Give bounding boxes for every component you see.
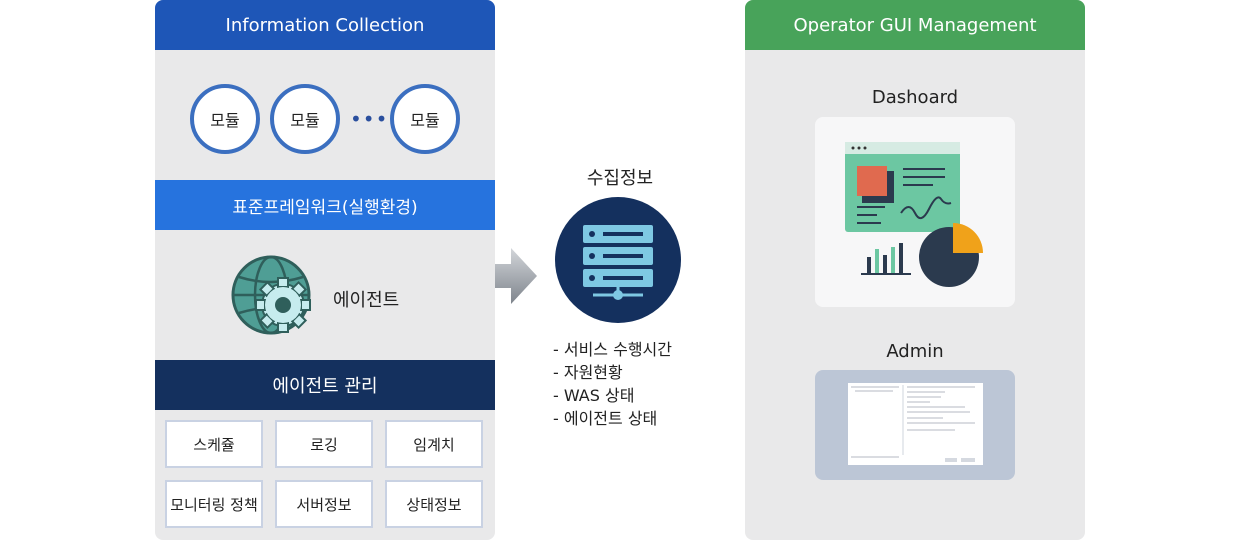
- module-circle: 모듈: [390, 84, 460, 154]
- server-info-box: 서버정보: [275, 480, 373, 528]
- dashboard-illustration-icon: [845, 142, 983, 287]
- dashboard-label: Dashoard: [871, 87, 959, 108]
- list-item: - 자원현황: [553, 363, 623, 382]
- framework-band: 표준프레임워크(실행환경): [155, 180, 495, 230]
- collected-info-title: 수집정보: [586, 168, 654, 189]
- information-collection-panel: Information Collection 모듈 모듈 ••• 모듈 표준프레…: [155, 0, 495, 540]
- module-circle: 모듈: [270, 84, 340, 154]
- logging-box: 로깅: [275, 420, 373, 468]
- globe-gear-icon: [231, 255, 311, 335]
- admin-label: Admin: [886, 341, 944, 362]
- status-info-box: 상태정보: [385, 480, 483, 528]
- list-item: - WAS 상태: [553, 386, 635, 405]
- dashboard-card: [815, 117, 1015, 307]
- collected-info-list: - 서비스 수행시간 - 자원현황 - WAS 상태 - 에이전트 상태: [553, 338, 672, 430]
- information-collection-header: Information Collection: [155, 0, 495, 50]
- module-circle: 모듈: [190, 84, 260, 154]
- agent-management-band: 에이전트 관리: [155, 360, 495, 410]
- server-icon: [555, 197, 681, 323]
- ellipsis-dots: •••: [350, 107, 389, 131]
- operator-gui-header: Operator GUI Management: [745, 0, 1085, 50]
- list-item: - 서비스 수행시간: [553, 340, 672, 359]
- schedule-box: 스케쥴: [165, 420, 263, 468]
- list-item: - 에이전트 상태: [553, 409, 658, 428]
- right-arrow-icon: [495, 248, 537, 304]
- agent-label: 에이전트: [333, 290, 400, 311]
- monitoring-policy-box: 모니터링 정책: [165, 480, 263, 528]
- admin-card: [815, 370, 1015, 480]
- admin-screen-thumbnail-icon: [848, 383, 983, 465]
- operator-gui-panel: Operator GUI Management Dashoard Admin: [745, 0, 1085, 540]
- threshold-box: 임계치: [385, 420, 483, 468]
- module-row: 모듈 모듈 ••• 모듈: [155, 84, 495, 154]
